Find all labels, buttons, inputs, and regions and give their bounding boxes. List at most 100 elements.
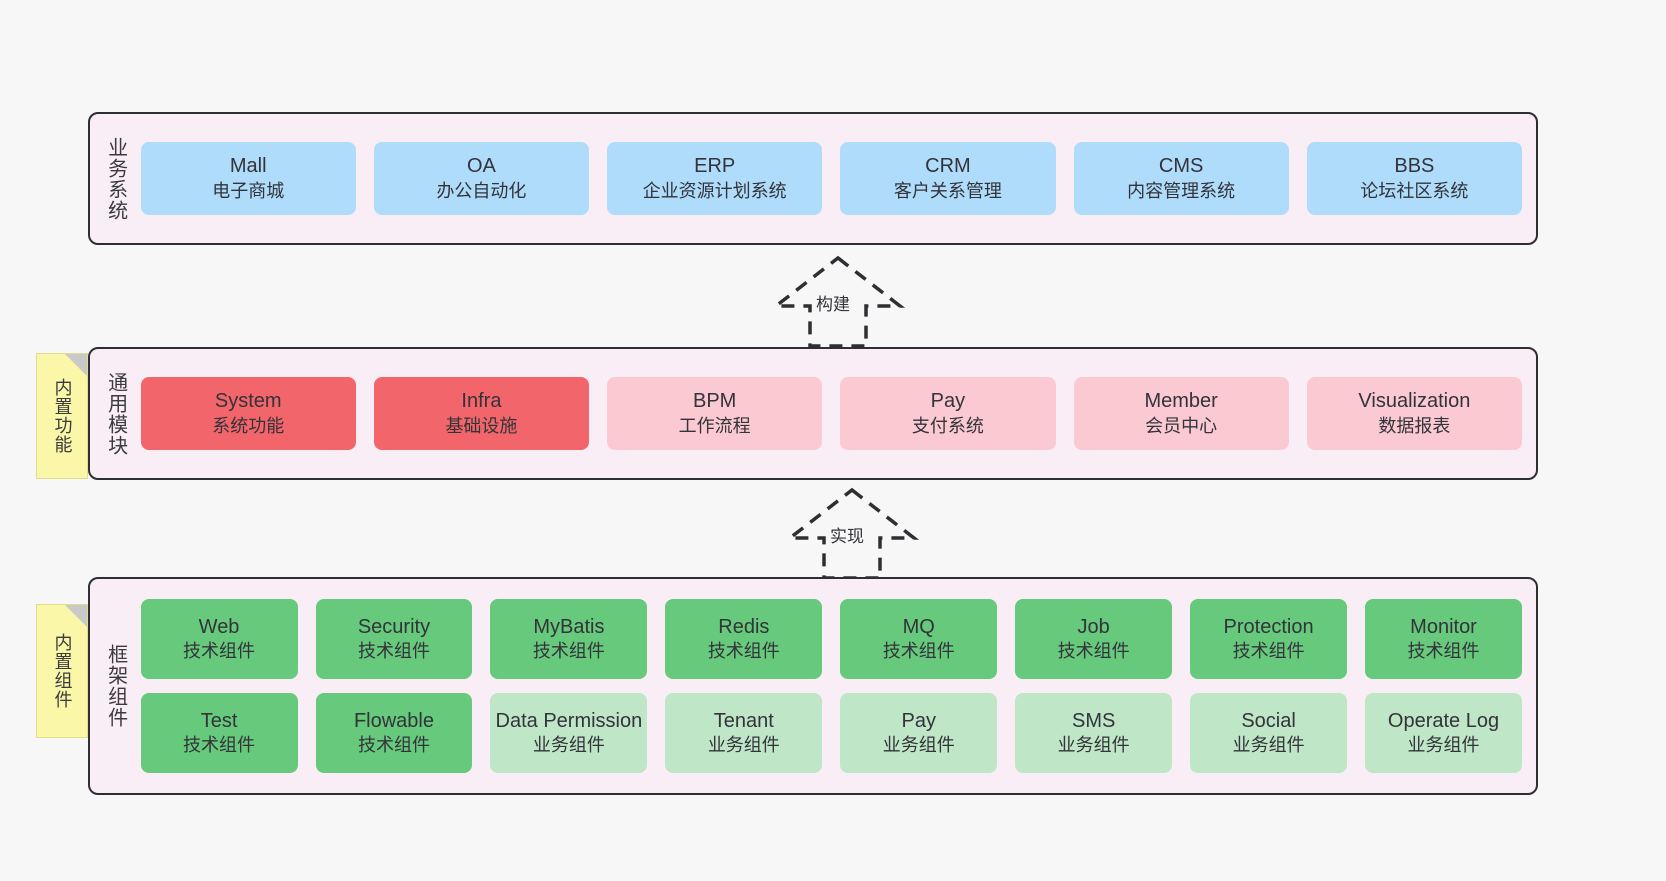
card-web[interactable]: Web 技术组件 bbox=[140, 599, 298, 679]
card-operate-log-desc: 业务组件 bbox=[1407, 735, 1480, 756]
card-sms-name: SMS bbox=[1071, 709, 1116, 732]
layer-common-modules-label: 通用模块 bbox=[104, 371, 127, 456]
card-member-desc: 会员中心 bbox=[1145, 415, 1218, 436]
card-monitor-name: Monitor bbox=[1410, 615, 1477, 638]
card-system-desc: 系统功能 bbox=[212, 415, 285, 436]
card-redis[interactable]: Redis 技术组件 bbox=[665, 599, 823, 679]
card-mq-desc: 技术组件 bbox=[882, 641, 955, 662]
card-protection[interactable]: Protection 技术组件 bbox=[1190, 599, 1348, 679]
card-pay-module[interactable]: Pay 支付系统 bbox=[840, 377, 1056, 450]
card-bpm-name: BPM bbox=[693, 390, 737, 413]
card-redis-name: Redis bbox=[718, 615, 770, 638]
card-data-permission-desc: 业务组件 bbox=[532, 735, 605, 756]
card-cms[interactable]: CMS 内容管理系统 bbox=[1073, 142, 1289, 215]
card-erp-name: ERP bbox=[694, 155, 736, 178]
card-crm[interactable]: CRM 客户关系管理 bbox=[840, 142, 1056, 215]
connector-implement: 实现 bbox=[762, 486, 942, 582]
common-modules-row: System 系统功能 Infra 基础设施 BPM 工作流程 Pay 支付系统… bbox=[140, 377, 1522, 450]
note-builtin-components-label: 内置组件 bbox=[52, 633, 73, 709]
card-tenant-name: Tenant bbox=[713, 709, 774, 732]
layer-common-modules-body: System 系统功能 Infra 基础设施 BPM 工作流程 Pay 支付系统… bbox=[137, 377, 1536, 450]
card-infra[interactable]: Infra 基础设施 bbox=[373, 377, 590, 450]
connector-build: 构建 bbox=[748, 254, 928, 350]
layer-framework-components-body: Web 技术组件 Security 技术组件 MyBatis 技术组件 Redi… bbox=[137, 599, 1536, 773]
card-erp[interactable]: ERP 企业资源计划系统 bbox=[607, 142, 823, 215]
connector-build-label: 构建 bbox=[814, 290, 852, 315]
layer-framework-components-label: 框架组件 bbox=[104, 644, 127, 728]
card-mybatis[interactable]: MyBatis 技术组件 bbox=[490, 599, 648, 679]
card-monitor-desc: 技术组件 bbox=[1407, 641, 1480, 662]
card-web-desc: 技术组件 bbox=[183, 641, 256, 662]
card-redis-desc: 技术组件 bbox=[707, 641, 780, 662]
layer-business-systems: 业务系统 Mall 电子商城 OA 办公自动化 ERP 企业资源计划系统 CRM… bbox=[88, 112, 1538, 245]
card-system-name: System bbox=[214, 390, 282, 413]
card-oa-desc: 办公自动化 bbox=[436, 180, 527, 201]
card-member-name: Member bbox=[1144, 390, 1218, 413]
card-bbs-desc: 论坛社区系统 bbox=[1360, 180, 1469, 201]
card-bpm[interactable]: BPM 工作流程 bbox=[607, 377, 823, 450]
card-visualization-desc: 数据报表 bbox=[1378, 415, 1451, 436]
card-web-name: Web bbox=[198, 615, 240, 638]
card-flowable-desc: 技术组件 bbox=[357, 735, 430, 756]
card-pay-component-desc: 业务组件 bbox=[882, 735, 955, 756]
card-test[interactable]: Test 技术组件 bbox=[140, 693, 298, 773]
card-cms-name: CMS bbox=[1158, 155, 1204, 178]
card-pay-module-name: Pay bbox=[930, 390, 966, 413]
business-systems-row: Mall 电子商城 OA 办公自动化 ERP 企业资源计划系统 CRM 客户关系… bbox=[140, 142, 1522, 215]
card-flowable-name: Flowable bbox=[353, 709, 434, 732]
card-sms[interactable]: SMS 业务组件 bbox=[1015, 693, 1173, 773]
card-social[interactable]: Social 业务组件 bbox=[1190, 693, 1348, 773]
note-fold-corner-icon bbox=[65, 605, 87, 627]
card-test-desc: 技术组件 bbox=[183, 735, 256, 756]
layer-business-systems-label: 业务系统 bbox=[104, 136, 127, 221]
card-crm-desc: 客户关系管理 bbox=[893, 180, 1002, 201]
note-fold-corner-icon bbox=[65, 354, 87, 376]
card-pay-component-name: Pay bbox=[901, 709, 936, 732]
card-test-name: Test bbox=[200, 709, 238, 732]
framework-components-row-2: Test 技术组件 Flowable 技术组件 Data Permission … bbox=[140, 693, 1522, 773]
card-sms-desc: 业务组件 bbox=[1057, 735, 1130, 756]
connector-implement-label: 实现 bbox=[828, 522, 866, 547]
card-infra-name: Infra bbox=[461, 390, 502, 413]
card-protection-name: Protection bbox=[1223, 615, 1314, 638]
card-infra-desc: 基础设施 bbox=[445, 415, 518, 436]
card-pay-component[interactable]: Pay 业务组件 bbox=[840, 693, 998, 773]
card-system[interactable]: System 系统功能 bbox=[140, 377, 356, 450]
card-security[interactable]: Security 技术组件 bbox=[315, 599, 473, 679]
framework-components-row-1: Web 技术组件 Security 技术组件 MyBatis 技术组件 Redi… bbox=[140, 599, 1522, 679]
layer-framework-components: 框架组件 Web 技术组件 Security 技术组件 MyBatis 技术组件… bbox=[88, 577, 1538, 795]
card-erp-desc: 企业资源计划系统 bbox=[642, 180, 787, 201]
card-tenant[interactable]: Tenant 业务组件 bbox=[665, 693, 823, 773]
note-builtin-functions-label: 内置功能 bbox=[52, 378, 73, 454]
layer-common-modules: 通用模块 System 系统功能 Infra 基础设施 BPM 工作流程 Pay… bbox=[88, 347, 1538, 480]
card-flowable[interactable]: Flowable 技术组件 bbox=[315, 693, 473, 773]
card-mq-name: MQ bbox=[902, 615, 935, 638]
card-oa[interactable]: OA 办公自动化 bbox=[373, 142, 590, 215]
card-job-name: Job bbox=[1077, 615, 1110, 638]
card-pay-module-desc: 支付系统 bbox=[911, 415, 984, 436]
card-security-desc: 技术组件 bbox=[357, 641, 430, 662]
connector-build-shape bbox=[770, 255, 906, 348]
card-member[interactable]: Member 会员中心 bbox=[1073, 377, 1289, 450]
card-monitor[interactable]: Monitor 技术组件 bbox=[1365, 599, 1522, 679]
card-bbs[interactable]: BBS 论坛社区系统 bbox=[1306, 142, 1522, 215]
card-protection-desc: 技术组件 bbox=[1232, 641, 1305, 662]
card-security-name: Security bbox=[357, 615, 431, 638]
card-job-desc: 技术组件 bbox=[1057, 641, 1130, 662]
note-builtin-functions: 内置功能 bbox=[36, 353, 88, 479]
card-data-permission-name: Data Permission bbox=[495, 709, 643, 732]
card-mybatis-name: MyBatis bbox=[533, 615, 605, 638]
card-mall-desc: 电子商城 bbox=[212, 180, 285, 201]
note-builtin-components: 内置组件 bbox=[36, 604, 88, 738]
card-mall-name: Mall bbox=[229, 155, 267, 178]
card-operate-log[interactable]: Operate Log 业务组件 bbox=[1365, 693, 1522, 773]
card-mall[interactable]: Mall 电子商城 bbox=[140, 142, 356, 215]
card-bbs-name: BBS bbox=[1394, 155, 1435, 178]
card-cms-desc: 内容管理系统 bbox=[1127, 180, 1236, 201]
card-job[interactable]: Job 技术组件 bbox=[1015, 599, 1173, 679]
card-visualization[interactable]: Visualization 数据报表 bbox=[1306, 377, 1522, 450]
card-mq[interactable]: MQ 技术组件 bbox=[840, 599, 998, 679]
card-data-permission[interactable]: Data Permission 业务组件 bbox=[490, 693, 648, 773]
card-visualization-name: Visualization bbox=[1358, 390, 1471, 413]
